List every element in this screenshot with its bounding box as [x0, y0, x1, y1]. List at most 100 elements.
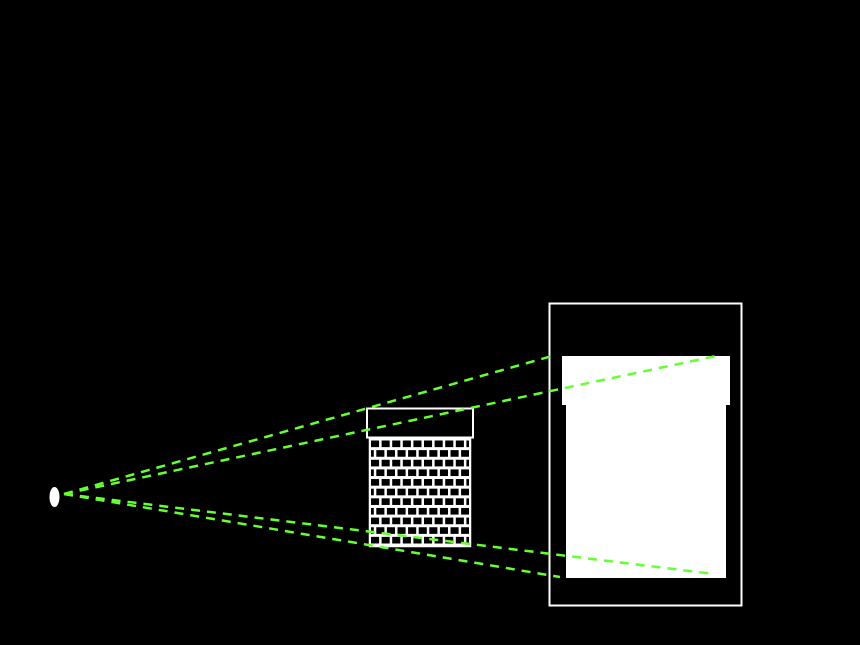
brick — [397, 469, 406, 477]
brick — [445, 517, 454, 525]
brick — [408, 469, 417, 477]
brick — [392, 479, 401, 486]
brick — [466, 440, 469, 448]
brick — [424, 536, 433, 544]
brick — [413, 536, 422, 544]
brick — [413, 517, 422, 525]
brick — [392, 517, 401, 525]
brick — [434, 459, 443, 467]
brick — [408, 507, 417, 515]
brick — [429, 507, 438, 515]
brick — [371, 469, 374, 477]
brick — [445, 498, 454, 505]
brick — [418, 507, 427, 515]
brick — [429, 450, 438, 457]
brick — [392, 459, 401, 467]
brick — [461, 450, 469, 457]
brick — [392, 536, 401, 544]
brick — [461, 469, 469, 477]
brick — [376, 469, 385, 477]
brick — [434, 440, 443, 448]
brick — [466, 498, 469, 505]
brick — [418, 488, 427, 496]
brick — [381, 498, 390, 505]
brick — [466, 536, 469, 544]
brick — [376, 450, 385, 457]
brick — [450, 450, 459, 457]
brick — [392, 498, 401, 505]
brick — [371, 479, 380, 486]
brick — [461, 488, 469, 496]
brick — [445, 440, 454, 448]
brick — [461, 507, 469, 515]
brick — [434, 479, 443, 486]
brick — [381, 459, 390, 467]
brick — [445, 459, 454, 467]
brick — [386, 507, 395, 515]
brick — [402, 536, 411, 544]
eye-point — [49, 487, 60, 507]
projected-tower-cap — [562, 356, 730, 405]
tower-cap — [366, 407, 474, 439]
brick — [402, 517, 411, 525]
brick — [418, 450, 427, 457]
brick — [381, 517, 390, 525]
brick — [371, 517, 380, 525]
brick — [371, 459, 380, 467]
brick — [418, 469, 427, 477]
brick — [434, 498, 443, 505]
brick — [397, 507, 406, 515]
brick — [381, 536, 390, 544]
brick — [439, 488, 448, 496]
brick — [408, 527, 417, 534]
brick — [455, 498, 464, 505]
sight-line-lower-inner — [63, 492, 715, 576]
brick — [386, 450, 395, 457]
brick — [402, 479, 411, 486]
brick — [381, 440, 390, 448]
brick — [397, 488, 406, 496]
brick — [424, 459, 433, 467]
brick — [376, 507, 385, 515]
brick-pattern — [371, 440, 469, 544]
brick — [445, 479, 454, 486]
brick — [381, 479, 390, 486]
brick — [424, 517, 433, 525]
brick — [402, 440, 411, 448]
brick — [424, 498, 433, 505]
brick — [402, 459, 411, 467]
brick — [408, 450, 417, 457]
brick — [397, 450, 406, 457]
brick — [450, 527, 459, 534]
brick — [386, 527, 395, 534]
brick — [439, 450, 448, 457]
brick — [413, 498, 422, 505]
brick — [424, 440, 433, 448]
brick — [461, 527, 469, 534]
brick — [450, 507, 459, 515]
sight-line-upper-outer — [63, 354, 553, 496]
brick — [371, 450, 374, 457]
brick — [376, 488, 385, 496]
brick — [439, 527, 448, 534]
brick — [450, 469, 459, 477]
brick — [434, 517, 443, 525]
brick — [376, 527, 385, 534]
sight-line-lower-outer — [63, 492, 561, 579]
brick — [413, 459, 422, 467]
brick — [386, 469, 395, 477]
brick — [429, 469, 438, 477]
brick — [466, 479, 469, 486]
brick — [371, 440, 380, 448]
brick — [424, 479, 433, 486]
brick — [392, 440, 401, 448]
sight-lines — [63, 354, 717, 579]
brick — [434, 536, 443, 544]
brick — [413, 440, 422, 448]
brick — [439, 469, 448, 477]
brick — [413, 479, 422, 486]
brick — [455, 517, 464, 525]
brick — [429, 527, 438, 534]
projected-tower-image — [562, 356, 730, 578]
